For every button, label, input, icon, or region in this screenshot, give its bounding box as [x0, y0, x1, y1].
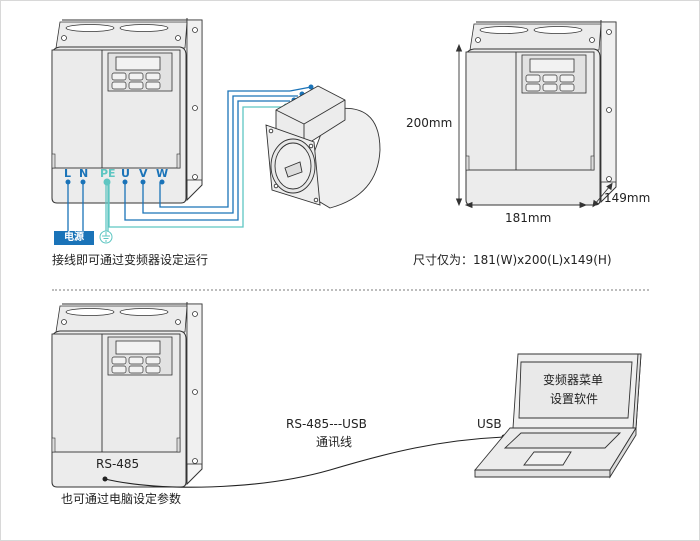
- section-divider: [52, 289, 649, 291]
- pc-caption: 也可通过电脑设定参数: [61, 492, 182, 506]
- width-dimension-label: 181mm: [505, 211, 552, 225]
- motor-illustration: [265, 85, 381, 209]
- cable-label-line2: 通讯线: [316, 435, 353, 449]
- inverter-dimensions: [465, 19, 617, 206]
- power-source-badge: 电源: [54, 231, 94, 245]
- terminal-w-label: W: [156, 167, 169, 180]
- wiring-caption: 接线即可通过变频器设定运行: [52, 253, 209, 267]
- screen-text-line1: 变频器菜单: [543, 373, 604, 387]
- terminal-n-label: N: [79, 167, 89, 180]
- laptop-illustration: [474, 353, 642, 479]
- usb-label: USB: [477, 417, 502, 431]
- power-wires: [67, 182, 84, 231]
- ground-wire: [105, 182, 109, 231]
- cable-label-line1: RS-485---USB: [286, 417, 367, 431]
- depth-dimension-label: 149mm: [604, 191, 651, 205]
- dimension-arrows: [455, 43, 613, 209]
- terminal-l-label: L: [64, 167, 72, 180]
- terminal-v-label: V: [139, 167, 148, 180]
- dimensions-caption: 尺寸仅为：181(W)x200(L)x149(H): [413, 253, 612, 267]
- terminal-u-label: U: [121, 167, 130, 180]
- rs485-port-label: RS-485: [96, 457, 140, 471]
- motor-wires: [108, 86, 312, 228]
- terminal-pe-label: PE: [100, 167, 116, 180]
- ground-symbol-icon: [99, 230, 113, 244]
- screen-text-line2: 设置软件: [550, 392, 599, 406]
- height-dimension-label: 200mm: [406, 116, 453, 130]
